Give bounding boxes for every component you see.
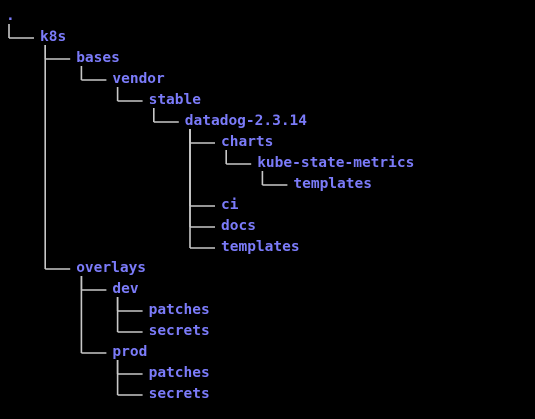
tree-node-stable: stable (148, 92, 201, 108)
tree-node-k8s: k8s (40, 29, 67, 45)
tree-node-vendor: vendor (112, 71, 165, 87)
tree-node-docs: docs (221, 218, 256, 234)
tree-node-patches: patches (148, 302, 210, 318)
tree-node-templates: templates (221, 239, 300, 255)
tree-node-dev: dev (112, 281, 139, 297)
tree-node-patches: patches (148, 365, 210, 381)
tree-node-secrets: secrets (148, 386, 210, 402)
tree-node-bases: bases (76, 50, 120, 66)
tree-node-charts: charts (221, 134, 274, 150)
tree-node-kube-state-metrics: kube-state-metrics (257, 155, 415, 171)
tree-node-: . (6, 8, 15, 24)
tree-node-secrets: secrets (148, 323, 210, 339)
tree-node-datadog-2-3-14: datadog-2.3.14 (184, 113, 308, 129)
tree-node-overlays: overlays (76, 260, 147, 276)
tree-node-prod: prod (112, 344, 148, 360)
tree-node-templates: templates (293, 176, 372, 192)
tree-node-ci: ci (221, 197, 239, 213)
